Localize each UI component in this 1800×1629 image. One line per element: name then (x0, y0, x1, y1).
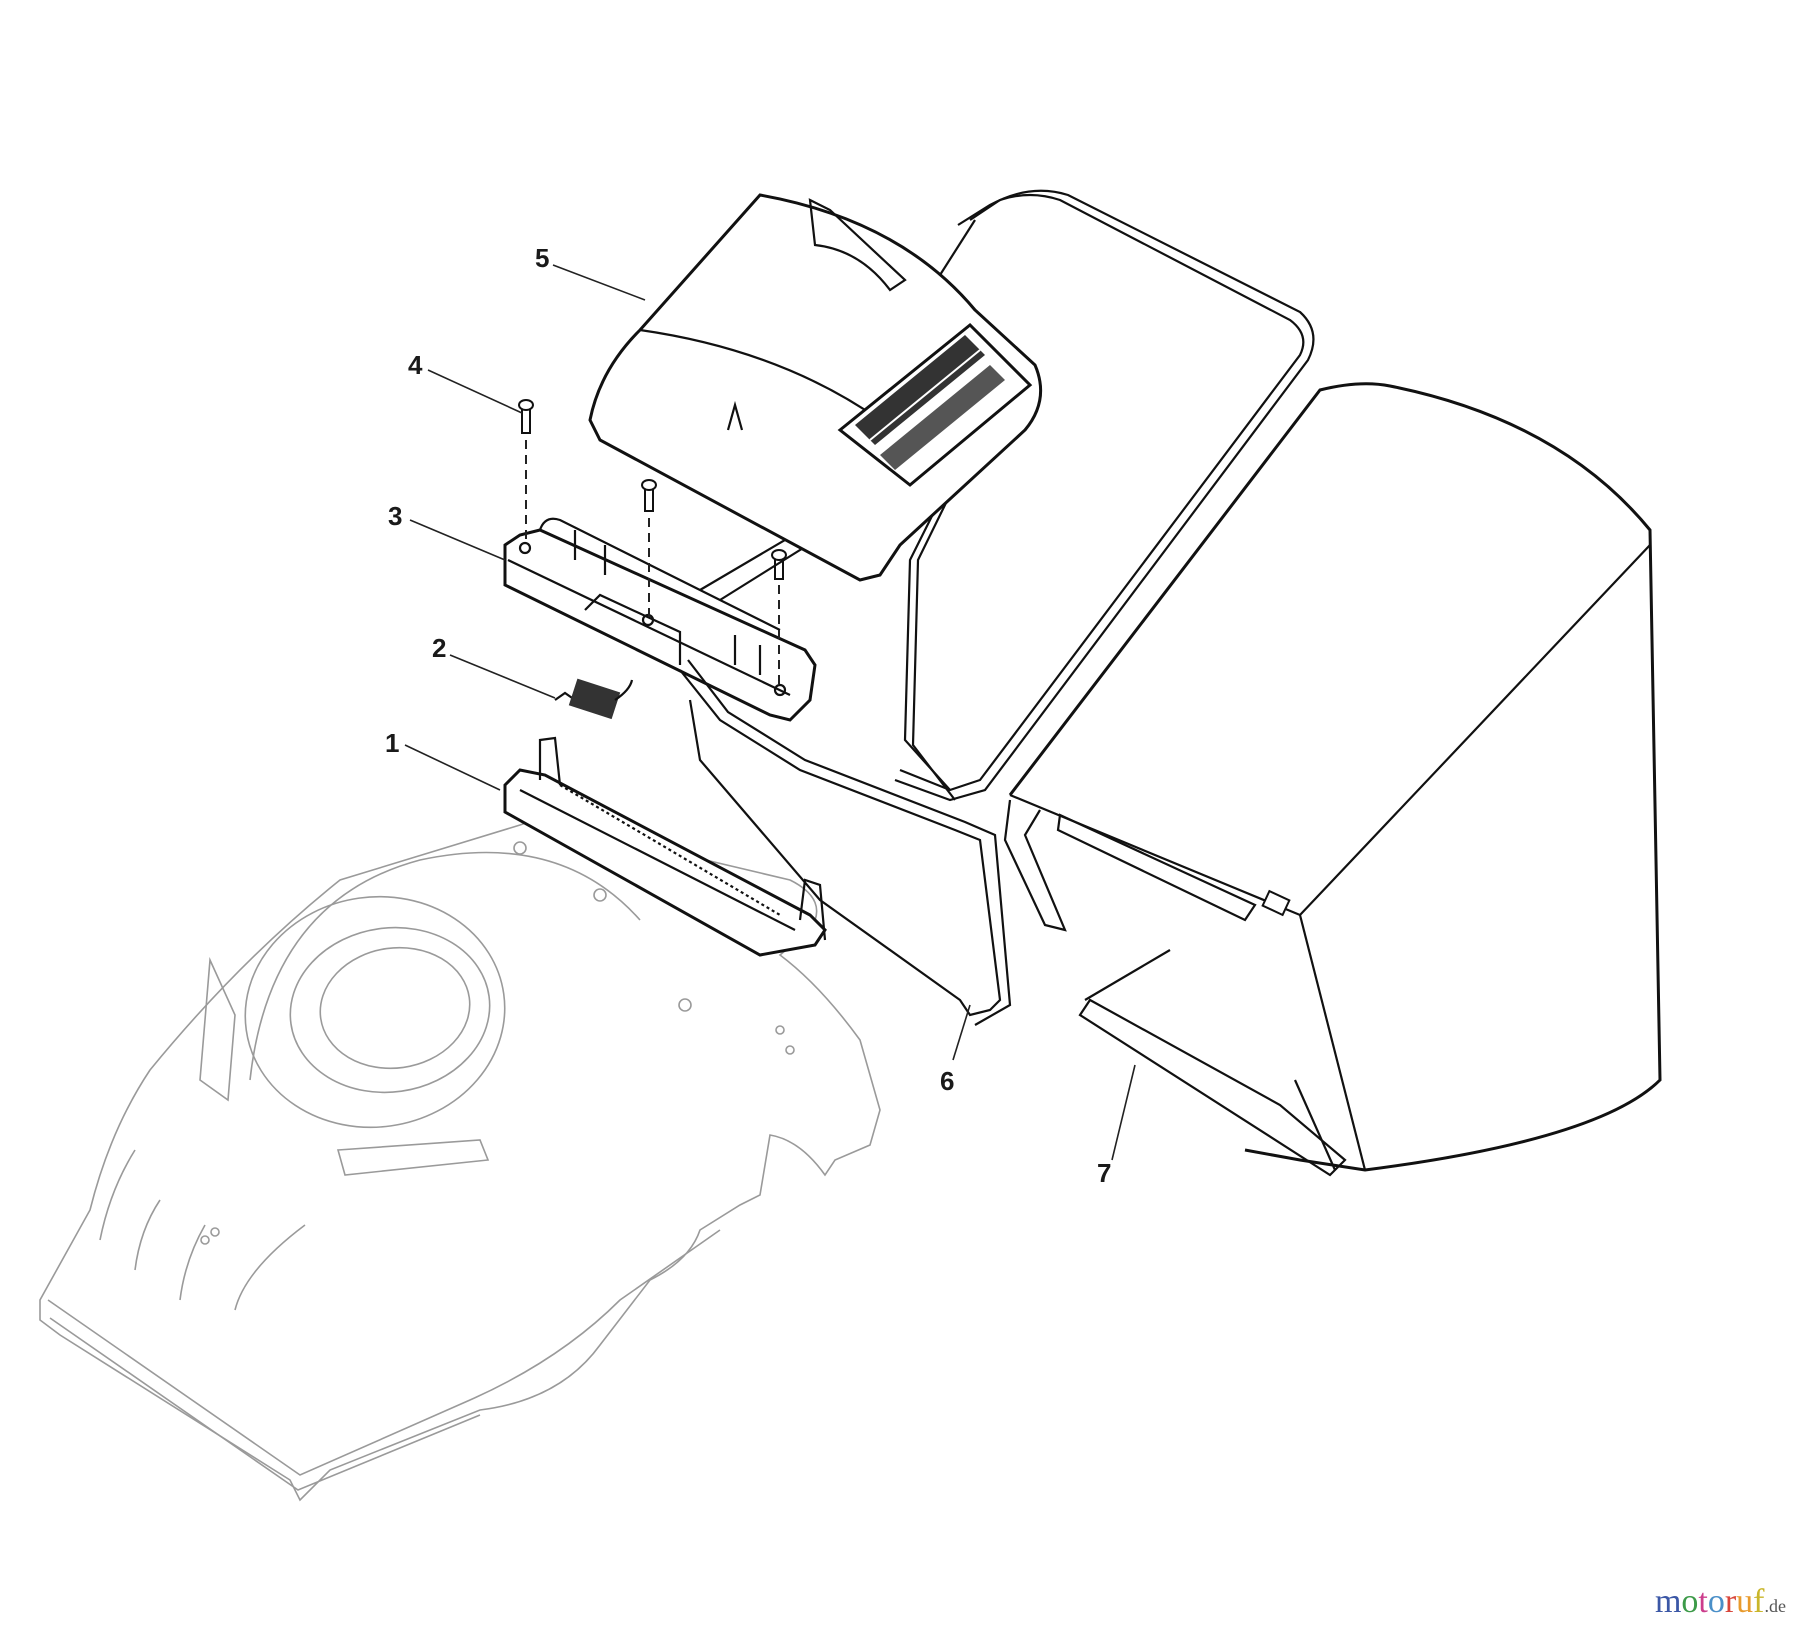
callout-4: 4 (408, 350, 423, 380)
watermark-letter: f (1753, 1583, 1765, 1620)
warning-label-panel (837, 322, 1033, 487)
callout-6: 6 (940, 1066, 955, 1096)
part-4-screws (518, 399, 787, 690)
leader-lines (404, 264, 1136, 1161)
callout-3: 3 (388, 501, 403, 531)
callout-1: 1 (385, 728, 400, 758)
callout-5: 5 (535, 243, 550, 273)
part-2-spring (554, 678, 634, 720)
mower-deck (39, 818, 881, 1502)
part-7-grass-bag (1003, 382, 1662, 1177)
watermark-letter: o (1681, 1583, 1699, 1620)
callout-2: 2 (432, 633, 447, 663)
watermark-letter: m (1654, 1583, 1682, 1620)
callout-7: 7 (1097, 1158, 1112, 1188)
watermark-letter: o (1707, 1583, 1725, 1620)
watermark-letter: u (1736, 1583, 1754, 1620)
part-5-collector-lid (588, 193, 1043, 582)
part-3-flap-hinge (503, 517, 817, 722)
watermark-suffix: .de (1764, 1596, 1787, 1616)
watermark-letter: r (1724, 1583, 1737, 1620)
part-1-hinge-bracket (503, 736, 827, 957)
watermark-letter: t (1698, 1583, 1708, 1620)
motoruf-watermark: motoruf.de (1655, 1583, 1786, 1621)
